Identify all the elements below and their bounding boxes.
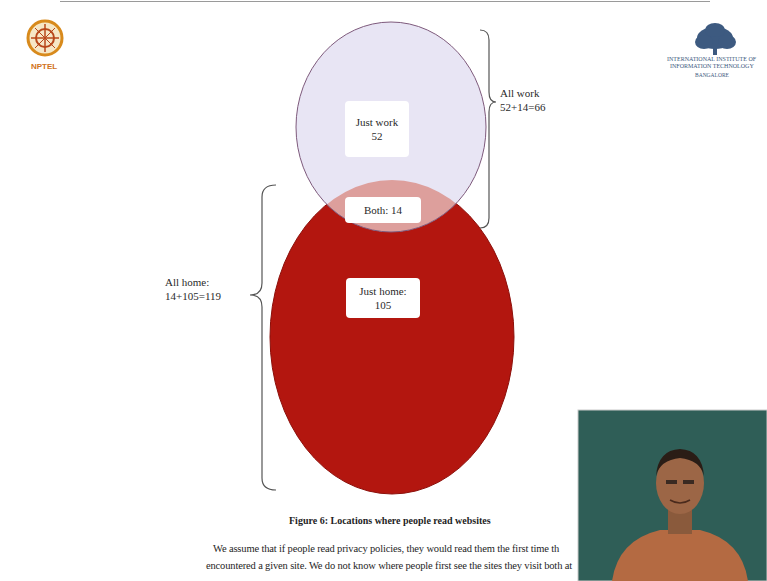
- body-text: encountered a given site. We do not know…: [206, 560, 572, 573]
- institute-name: INTERNATIONAL INSTITUTE OF: [667, 56, 756, 63]
- box-label: Just work: [356, 115, 398, 129]
- set-total-label: All work: [500, 87, 539, 100]
- top-rule: [60, 1, 710, 2]
- count-box-content: Just work52: [356, 115, 398, 143]
- work-outline: [296, 22, 486, 232]
- box-value: 105: [359, 298, 406, 312]
- institute-city: BANGALORE: [695, 72, 729, 79]
- logo-text: NPTEL: [31, 62, 57, 72]
- presenter-video: [578, 410, 767, 581]
- body-text: We assume that if people read privacy po…: [213, 543, 559, 556]
- count-box: Just work52: [345, 101, 409, 157]
- count-box: Both: 14: [345, 197, 421, 223]
- box-label: Just home:: [359, 284, 406, 298]
- work-brace: [480, 30, 496, 228]
- box-value: 52: [356, 129, 398, 143]
- count-box: Just home:105: [346, 278, 420, 318]
- set-total-label: All home:: [165, 276, 209, 289]
- box-label: Both: 14: [364, 203, 402, 217]
- home-brace: [250, 185, 276, 490]
- iiit-logo: [695, 23, 736, 55]
- count-box-content: Just home:105: [359, 284, 406, 312]
- nptel-logo: [28, 21, 62, 55]
- figure-caption: Figure 6: Locations where people read we…: [289, 515, 491, 526]
- overlap-region: [296, 22, 486, 232]
- work-circle: [296, 22, 486, 232]
- count-box-content: Both: 14: [364, 203, 402, 217]
- institute-name: INFORMATION TECHNOLOGY: [670, 63, 754, 70]
- set-total-sum: 52+14=66: [500, 101, 545, 114]
- set-total-sum: 14+105=119: [165, 290, 221, 303]
